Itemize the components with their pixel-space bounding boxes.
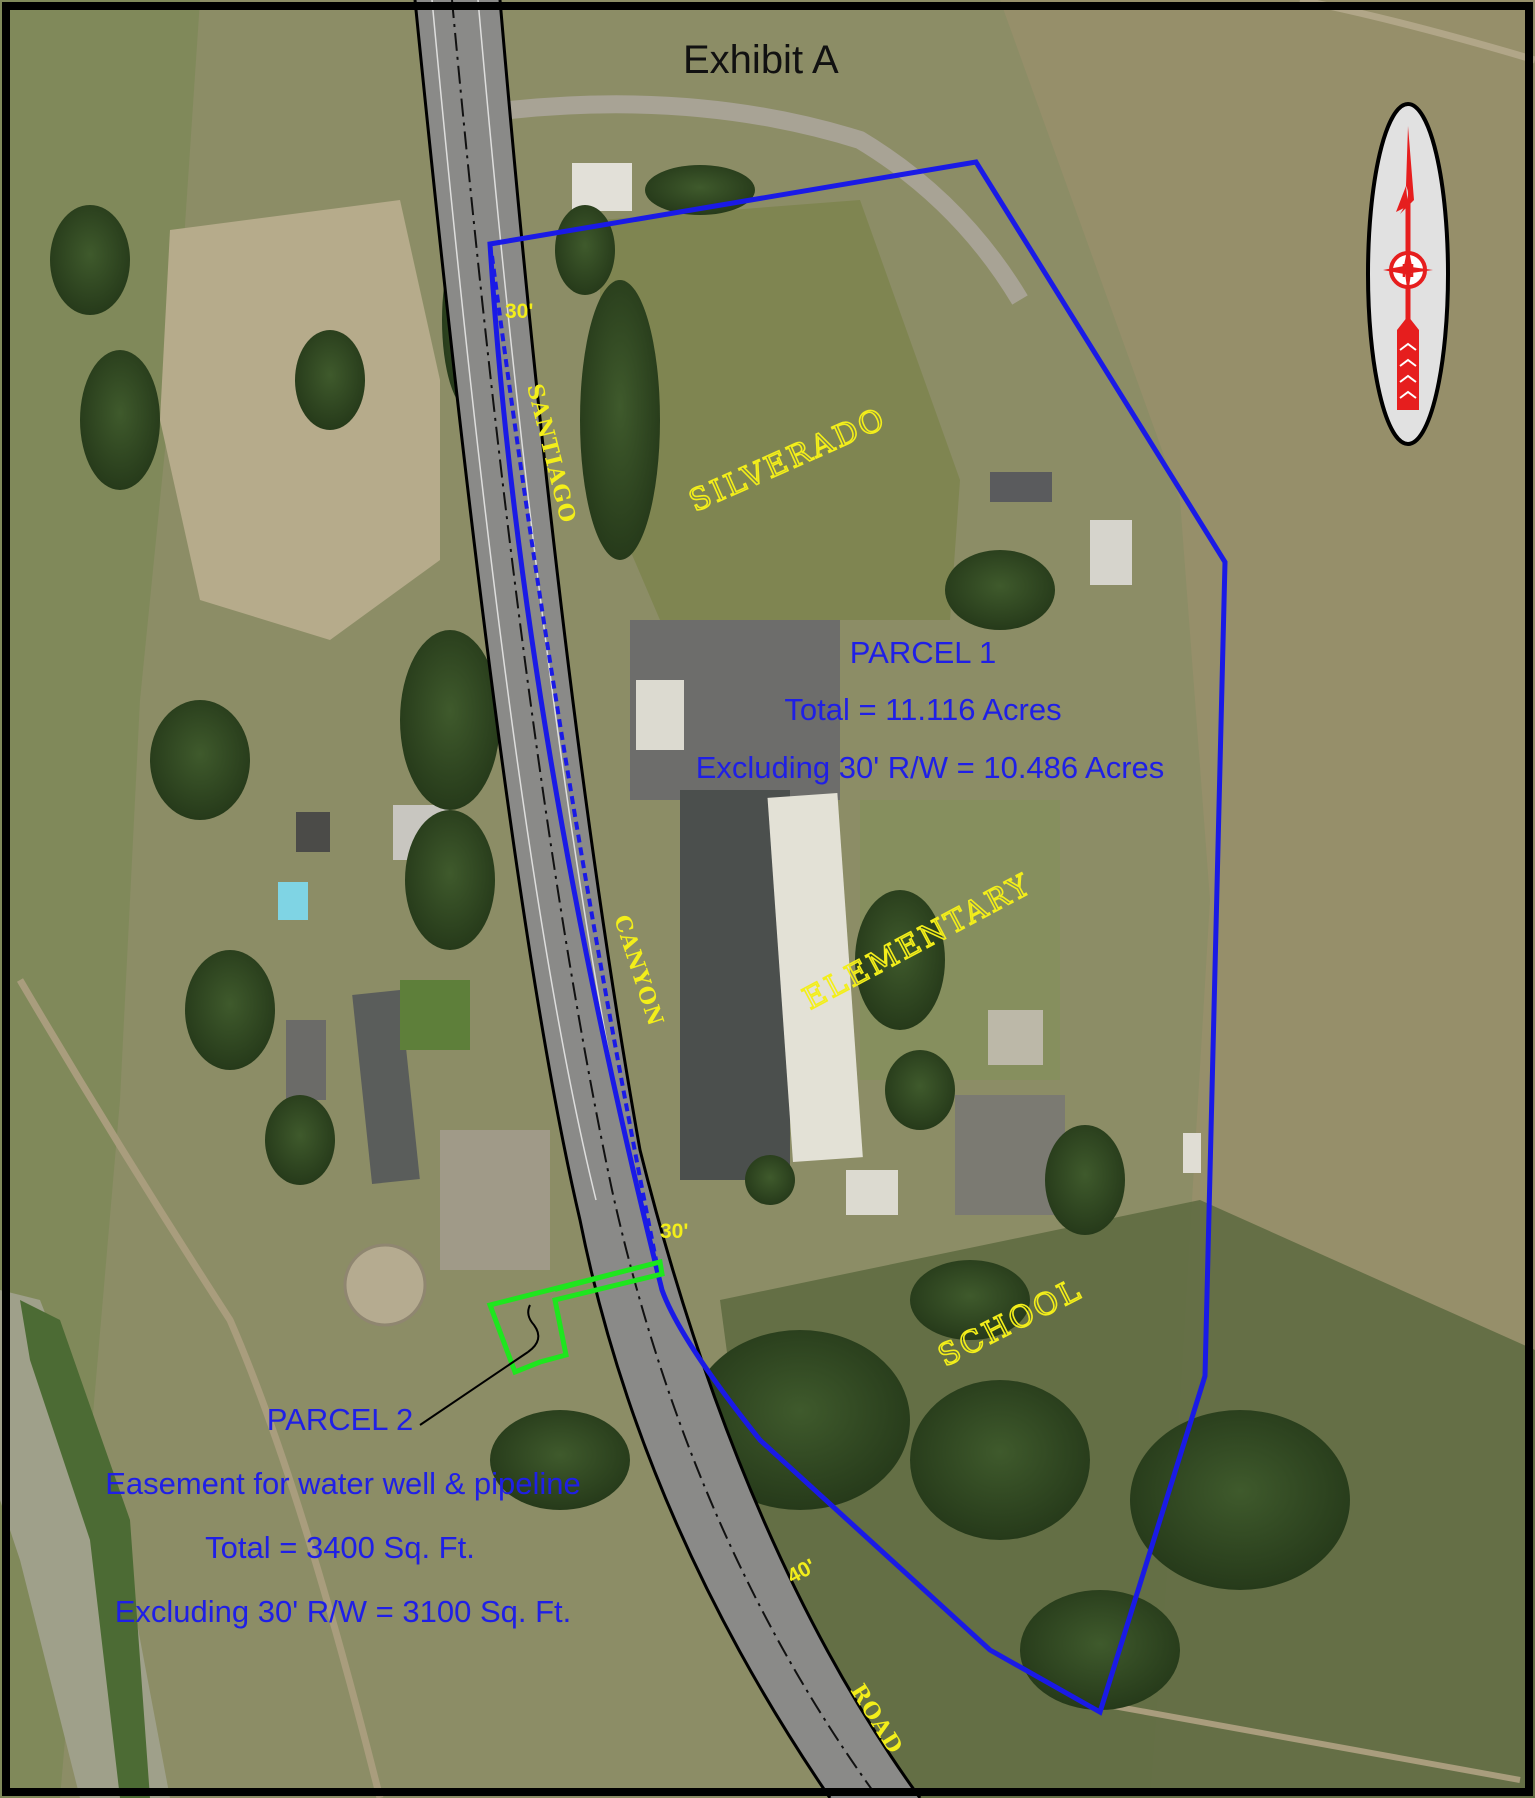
terrain-south-woods: [720, 1200, 1535, 1798]
north-arrow-icon: [1366, 102, 1450, 446]
dirt-lot-west: [160, 200, 440, 640]
athletic-field: [600, 200, 960, 620]
parcel-2-boundary: [486, 1258, 665, 1376]
parcel-1-row-edge: [490, 255, 664, 1291]
map-title: Exhibit A: [683, 38, 839, 82]
trail-west: [16, 978, 384, 1798]
trail-south: [1079, 1697, 1521, 1783]
school-building-main: [767, 792, 863, 1162]
shed-far-east: [1183, 1133, 1201, 1173]
access-road-north: [509, 95, 1028, 305]
shed-east: [990, 472, 1052, 502]
house-east: [1090, 520, 1132, 585]
school-building-south: [846, 1170, 898, 1215]
lawn-west: [400, 980, 470, 1050]
row-line-west: [413, 0, 832, 1798]
north-arrow-letter: N: [1402, 261, 1415, 281]
parcel-2-leader-hook: [527, 1304, 540, 1353]
parcel-2-excluding: Excluding 30' R/W = 3100 Sq. Ft.: [115, 1594, 572, 1629]
school-building-north: [636, 680, 684, 750]
creek-vegetation: [20, 1300, 150, 1798]
house-3: [286, 1020, 326, 1100]
school-building-nw: [572, 163, 632, 211]
court-small: [988, 1010, 1043, 1065]
parcel-2-name: PARCEL 2: [267, 1402, 413, 1437]
house-2: [296, 812, 330, 852]
yard-west: [440, 1130, 550, 1270]
highway-pavement: [415, 0, 920, 1798]
parcel-1-excluding: Excluding 30' R/W = 10.486 Acres: [696, 750, 1165, 785]
parcel-1-boundary: [487, 159, 1228, 1716]
parcel-2-total: Total = 3400 Sq. Ft.: [205, 1530, 475, 1565]
parcel-2-description: Easement for water well & pipeline: [105, 1466, 581, 1501]
row-line-east: [498, 0, 922, 1798]
pool: [278, 882, 308, 920]
round-corral: [343, 1243, 427, 1327]
lane-line-west: [431, 0, 597, 1201]
parcel-1-total: Total = 11.116 Acres: [784, 692, 1061, 727]
row-dimension-mid: 30': [660, 1220, 688, 1243]
row-dimension-top: 30': [505, 300, 533, 323]
parcel-2-leader: [419, 1351, 529, 1426]
parcel-2-pipeline: [554, 1260, 661, 1292]
road-centerline: [451, 0, 879, 1798]
parcel-1-name: PARCEL 1: [850, 635, 996, 670]
